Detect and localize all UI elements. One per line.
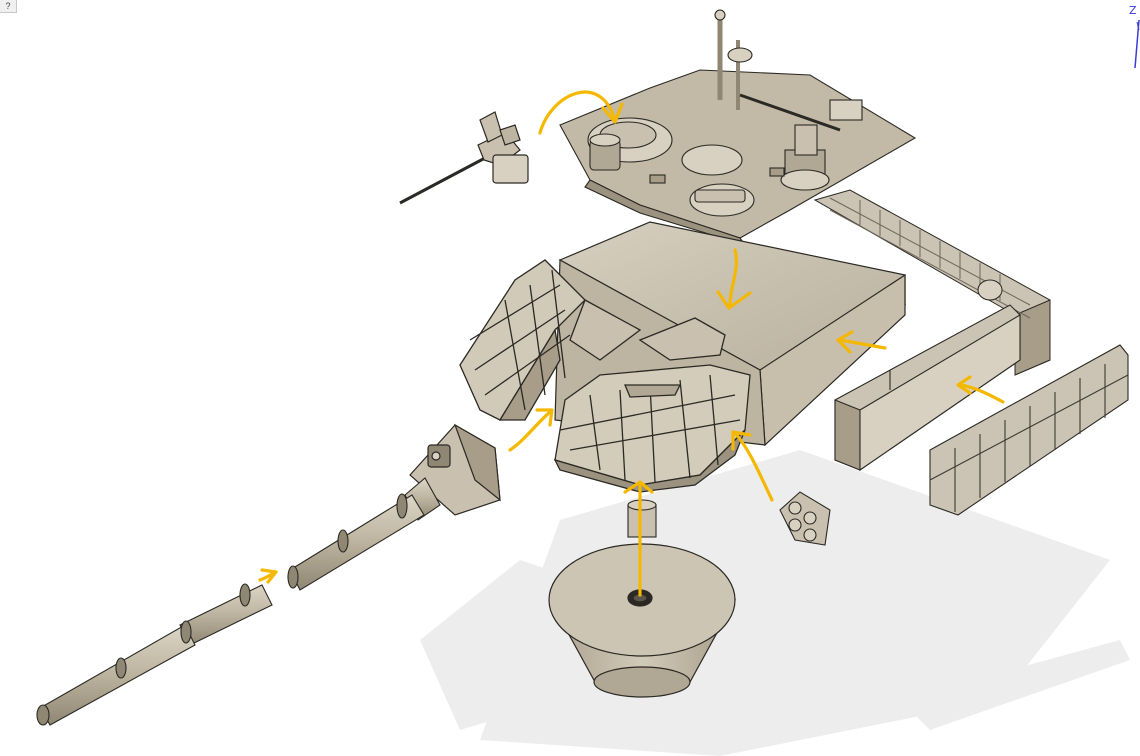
commander-machine-gun[interactable]	[399, 111, 529, 205]
arrow-armor-to-box	[956, 375, 1005, 404]
corner-menu-button[interactable]: ?	[0, 0, 17, 13]
turret-roof-plate[interactable]	[559, 9, 917, 246]
arrow-barrel-segment	[258, 568, 278, 584]
annotation-arrows	[258, 90, 1005, 597]
front-cheek-armor[interactable]	[553, 317, 751, 493]
ring-post[interactable]	[627, 499, 657, 538]
main-gun-barrel[interactable]	[36, 477, 441, 726]
z-axis-icon	[1134, 19, 1140, 69]
side-armor-block[interactable]	[929, 344, 1129, 516]
arrow-mantlet-to-cheek	[508, 408, 554, 452]
arrow-box-to-body	[836, 330, 887, 354]
view-cube[interactable]: Z	[1118, 0, 1140, 70]
side-box[interactable]	[834, 304, 1021, 472]
smoke-launcher[interactable]	[779, 491, 831, 546]
gun-mantlet[interactable]	[409, 423, 501, 516]
ground-shadows	[420, 450, 1130, 756]
turret-ring[interactable]	[548, 543, 737, 698]
arrow-roof-to-body	[716, 248, 752, 310]
left-cheek-armor[interactable]	[459, 259, 642, 421]
arrow-mg-to-roof	[538, 90, 624, 135]
z-axis-label: Z	[1129, 4, 1137, 17]
arrow-launcher-to-cheek	[731, 430, 774, 502]
arrow-ring-to-body	[623, 480, 654, 597]
